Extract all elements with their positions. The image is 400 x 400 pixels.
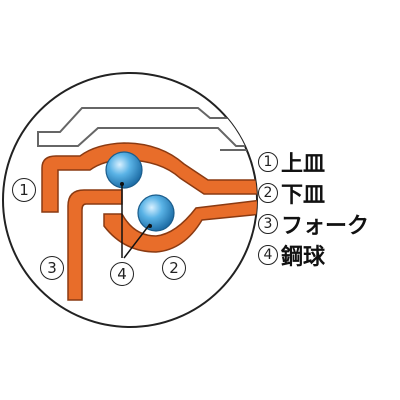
leader-line-ball-lower (123, 223, 151, 259)
legend-label: 上皿 (281, 151, 326, 177)
leader-dot-upper (120, 182, 124, 186)
legend-number: 4 (258, 244, 278, 265)
callout-4: 4 (110, 262, 134, 286)
legend-number: 1 (258, 151, 278, 172)
legend-item-lower-race: 2 下皿 (258, 177, 369, 208)
legend-item-fork: 3 フォーク (258, 208, 369, 239)
frame-outline (37, 107, 257, 147)
legend-item-upper-race: 1 上皿 (258, 146, 369, 177)
legend-number: 3 (258, 213, 278, 234)
callout-2: 2 (162, 256, 186, 280)
leader-dot-lower (148, 224, 152, 228)
steel-ball-upper (105, 151, 143, 189)
steel-ball-lower (137, 194, 175, 232)
legend-label: 下皿 (281, 182, 326, 208)
callout-3: 3 (40, 256, 64, 280)
legend-item-steel-ball: 4 鋼球 (258, 239, 369, 270)
legend-number: 2 (258, 182, 278, 203)
legend-label: 鋼球 (281, 244, 326, 270)
legend-label: フォーク (281, 213, 370, 239)
callout-1: 1 (12, 178, 36, 202)
lower-race (103, 199, 257, 253)
legend: 1 上皿 2 下皿 3 フォーク 4 鋼球 (258, 146, 369, 270)
